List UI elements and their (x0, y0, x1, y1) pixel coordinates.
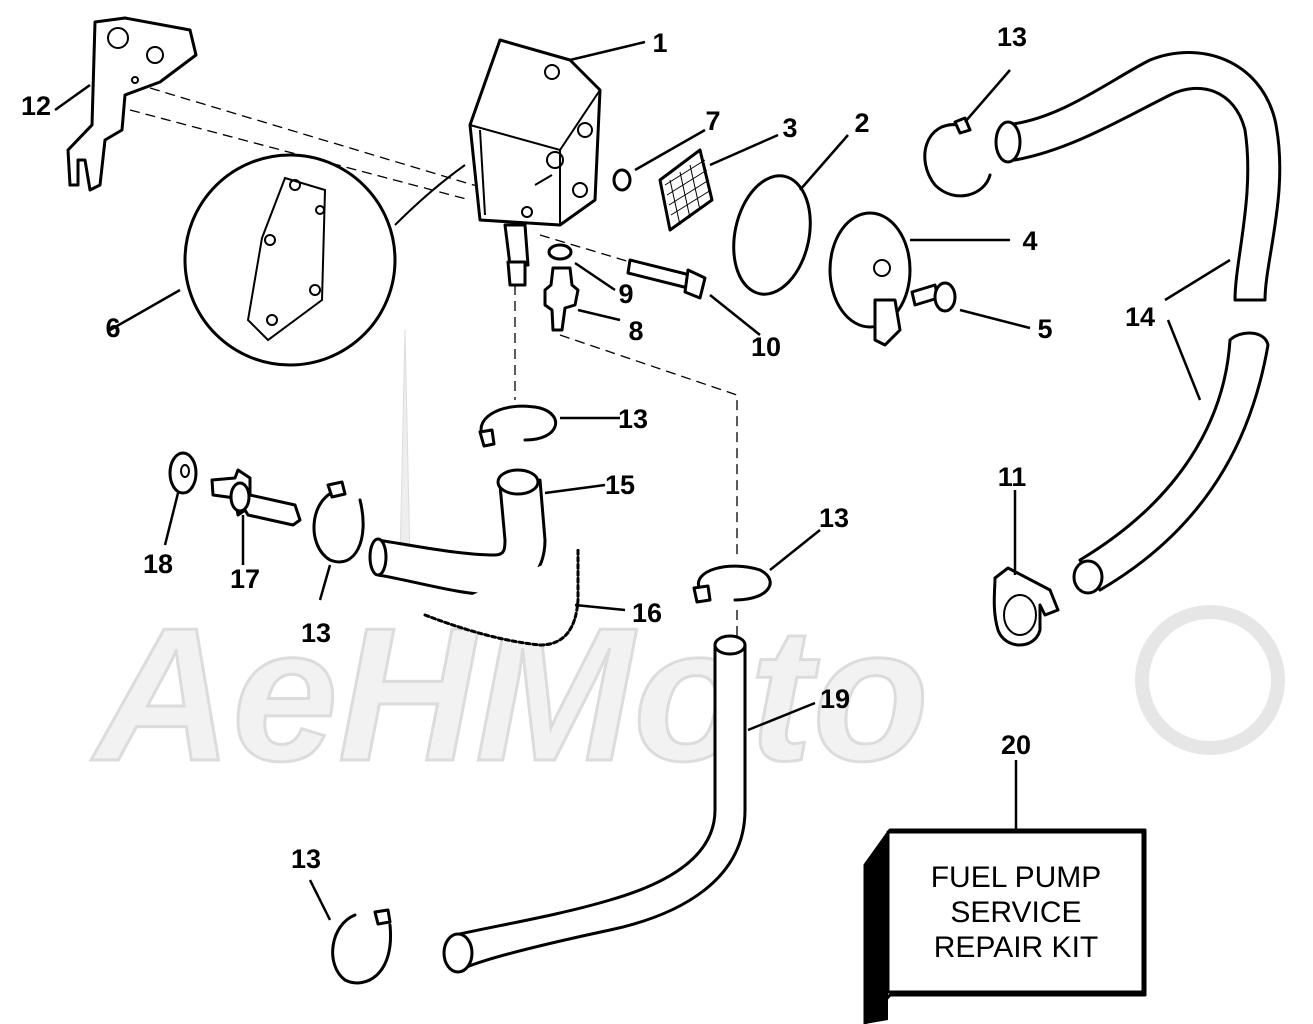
clamp-part-13-top-right (923, 116, 992, 198)
clamp-part-13-bottom (331, 908, 393, 985)
callout-12: 12 (21, 91, 51, 121)
callout-10: 10 (751, 332, 781, 362)
callout-16: 16 (632, 598, 662, 628)
callout-numbers: 1 2 3 4 5 6 7 8 9 10 11 12 13 13 13 13 1… (21, 22, 1155, 874)
clamp-part-13-lower (692, 564, 772, 604)
callout-3: 3 (782, 113, 797, 143)
callout-20: 20 (1001, 730, 1031, 760)
callout-1: 1 (652, 28, 667, 58)
callout-13-top-right: 13 (997, 22, 1027, 52)
callout-13-lower: 13 (819, 503, 849, 533)
callout-17: 17 (230, 564, 260, 594)
repair-kit-box-part-20: FUEL PUMP SERVICE REPAIR KIT (863, 828, 1147, 1024)
kit-label-line-2: SERVICE (950, 896, 1081, 929)
gasket-ring-part-2 (732, 174, 812, 296)
callout-13-left: 13 (301, 618, 331, 648)
fitting-part-17 (210, 468, 302, 527)
screen-part-3 (658, 148, 714, 232)
gasket-detail-part-6 (183, 153, 466, 367)
watermark-spire-icon (399, 329, 411, 561)
callout-5: 5 (1037, 314, 1052, 344)
screw-part-5 (910, 281, 957, 313)
leader-lines (54, 40, 1231, 921)
fitting-part-8 (543, 266, 580, 332)
kit-label-line-3: REPAIR KIT (934, 931, 1098, 964)
clip-part-11 (992, 566, 1060, 647)
kit-label-line-1: FUEL PUMP (931, 861, 1102, 894)
watermark-wheel-icon (1135, 605, 1285, 755)
clamp-part-13-middle (478, 404, 558, 448)
spring-part-16 (423, 548, 580, 647)
hose-part-15 (368, 468, 547, 597)
hose-part-14 (994, 51, 1282, 595)
callout-8: 8 (628, 316, 643, 346)
callout-6: 6 (105, 313, 120, 343)
o-ring-part-7 (612, 168, 632, 192)
bolt-part-10 (626, 258, 707, 300)
callout-9: 9 (618, 279, 633, 309)
fuel-pump-part-1 (468, 38, 602, 287)
washer-part-18 (168, 451, 198, 495)
callout-18: 18 (143, 549, 173, 579)
callout-2: 2 (854, 108, 869, 138)
hose-part-19 (442, 634, 747, 974)
callout-15: 15 (605, 470, 635, 500)
callout-11: 11 (998, 462, 1027, 492)
callout-7: 7 (705, 106, 720, 136)
clamp-part-13-left (312, 480, 365, 564)
washer-part-9 (547, 243, 573, 261)
callout-13-middle: 13 (618, 404, 648, 434)
cover-part-4 (828, 211, 912, 347)
bracket-part-12 (66, 16, 198, 192)
callout-14: 14 (1125, 302, 1155, 332)
callout-19: 19 (820, 684, 850, 714)
callout-4: 4 (1022, 226, 1037, 256)
callout-13-bottom: 13 (291, 844, 321, 874)
